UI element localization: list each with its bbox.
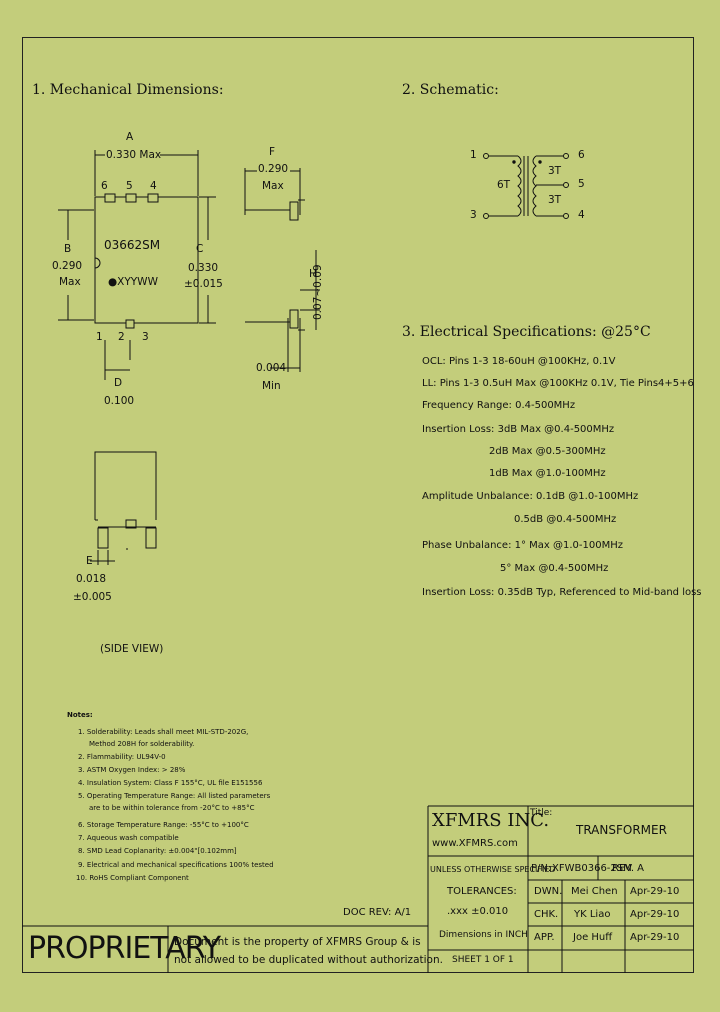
spec-ocl: OCL: Pins 1-3 18-60uH @100KHz, 0.1V	[422, 356, 616, 367]
dwn-name: Mei Chen	[571, 886, 618, 897]
dim-lead-min: Min	[262, 380, 281, 392]
pin-label-6: 6	[101, 180, 108, 192]
note-8: 8. SMD Lead Coplanarity: ±0.004"[0.102mm…	[78, 847, 237, 855]
section-electrical-heading: 3. Electrical Specifications: @25°C	[402, 324, 651, 340]
dwn-date: Apr-29-10	[630, 886, 680, 897]
secondary-turns-lower: 3T	[548, 194, 562, 206]
notes-title: Notes:	[67, 711, 93, 719]
dim-d-value: 0.100	[104, 395, 135, 407]
unless-specified: UNLESS OTHERWISE SPECIFIED	[430, 865, 556, 874]
pn-label: P/N:	[531, 863, 552, 874]
dim-lead-value: 0.004	[256, 362, 287, 374]
part-number: XFWB0366-2SM	[552, 863, 632, 874]
dim-f-label: F	[269, 146, 276, 158]
dim-h-value: 0.07~0.09	[312, 264, 324, 320]
schematic-pin-4: 4	[578, 209, 585, 221]
tolerance-value: .xxx ±0.010	[447, 906, 509, 917]
drawing-title: TRANSFORMER	[576, 823, 667, 837]
date-code-marking: ●XYYWW	[108, 276, 158, 288]
app-name: Joe Huff	[573, 932, 613, 943]
revision: REV. A	[612, 863, 645, 874]
dim-e-value: 0.018	[76, 573, 107, 585]
spec-insertion-loss-1: Insertion Loss: 3dB Max @0.4-500MHz	[422, 424, 615, 435]
spec-insertion-loss-3: 1dB Max @1.0-100MHz	[489, 468, 606, 479]
spec-frequency: Frequency Range: 0.4-500MHz	[422, 400, 576, 411]
app-role: APP.	[534, 932, 555, 943]
spec-ll: LL: Pins 1-3 0.5uH Max @100KHz 0.1V, Tie…	[422, 378, 694, 389]
section-mechanical-heading: 1. Mechanical Dimensions:	[32, 82, 224, 98]
dim-h-label: H	[309, 268, 317, 280]
dim-e-label: E	[86, 555, 93, 567]
note-10: 10. RoHS Compliant Component	[76, 874, 189, 882]
chk-role: CHK.	[534, 909, 559, 920]
note-6: 6. Storage Temperature Range: -55°C to +…	[78, 821, 249, 829]
tolerances-label: TOLERANCES:	[447, 886, 517, 897]
secondary-turns-upper: 3T	[548, 165, 562, 177]
note-5a: 5. Operating Temperature Range: All list…	[78, 792, 271, 800]
note-5b: are to be within tolerance from -20°C to…	[89, 804, 255, 812]
note-4: 4. Insulation System: Class F 155°C, UL …	[78, 779, 263, 787]
schematic-pin-6: 6	[578, 149, 585, 161]
proprietary-label: PROPRIETARY	[28, 931, 221, 966]
pin-label-4: 4	[150, 180, 157, 192]
dim-c-value: 0.330	[188, 262, 219, 274]
primary-turns: 6T	[497, 179, 511, 191]
chk-name: YK Liao	[574, 909, 611, 920]
company-name: XFMRS INC.	[432, 810, 550, 831]
schematic-pin-5: 5	[578, 178, 585, 190]
note-1b: Method 208H for solderability.	[89, 740, 195, 748]
dim-b-max: Max	[59, 276, 81, 288]
pin-label-2: 2	[118, 331, 125, 343]
component-body	[94, 196, 199, 324]
drawing-frame	[22, 37, 694, 973]
spec-insertion-loss-2: 2dB Max @0.5-300MHz	[489, 446, 606, 457]
dim-e-tolerance: ±0.005	[73, 591, 112, 603]
part-number-marking: 03662SM	[104, 238, 161, 252]
chk-date: Apr-29-10	[630, 909, 680, 920]
note-9: 9. Electrical and mechanical specificati…	[78, 861, 274, 869]
spec-amplitude-1: Amplitude Unbalance: 0.1dB @1.0-100MHz	[422, 491, 639, 502]
spec-phase-1: Phase Unbalance: 1° Max @1.0-100MHz	[422, 540, 624, 551]
note-7: 7. Aqueous wash compatible	[78, 834, 179, 842]
company-website: www.XFMRS.com	[432, 838, 518, 849]
spec-phase-2: 5° Max @0.4-500MHz	[500, 563, 609, 574]
schematic-pin-1: 1	[470, 149, 477, 161]
dim-c-label: C	[196, 243, 204, 255]
note-3: 3. ASTM Oxygen Index: > 28%	[78, 766, 186, 774]
schematic-pin-3: 3	[470, 209, 477, 221]
dimensions-unit: Dimensions in INCH	[439, 930, 528, 940]
section-schematic-heading: 2. Schematic:	[402, 82, 499, 98]
title-label: Title:	[530, 808, 553, 818]
dim-a-label: A	[126, 131, 134, 143]
dim-d-label: D	[114, 377, 123, 389]
note-2: 2. Flammability: UL94V-0	[78, 753, 166, 761]
dim-c-tolerance: ±0.015	[184, 278, 223, 290]
pin-label-5: 5	[126, 180, 133, 192]
dim-f-value: 0.290	[258, 163, 289, 175]
spec-insertion-loss-ref: Insertion Loss: 0.35dB Typ, Referenced t…	[422, 587, 702, 598]
dim-a-value: 0.330 Max	[106, 149, 162, 161]
dim-b-value: 0.290	[52, 260, 83, 272]
spec-amplitude-2: 0.5dB @0.4-500MHz	[514, 514, 617, 525]
note-1a: 1. Solderability: Leads shall meet MIL-S…	[78, 728, 249, 736]
sheet-number: SHEET 1 OF 1	[452, 955, 514, 965]
dwn-role: DWN.	[534, 886, 563, 897]
pin-label-1: 1	[96, 331, 103, 343]
side-view-label: (SIDE VIEW)	[100, 643, 164, 655]
proprietary-text-1: Document is the property of XFMRS Group …	[174, 936, 421, 948]
proprietary-text-2: not allowed to be duplicated without aut…	[174, 954, 443, 966]
dim-b-label: B	[64, 243, 72, 255]
doc-revision: DOC REV: A/1	[343, 907, 412, 918]
dim-f-max: Max	[262, 180, 284, 192]
pin-label-3: 3	[142, 331, 149, 343]
app-date: Apr-29-10	[630, 932, 680, 943]
